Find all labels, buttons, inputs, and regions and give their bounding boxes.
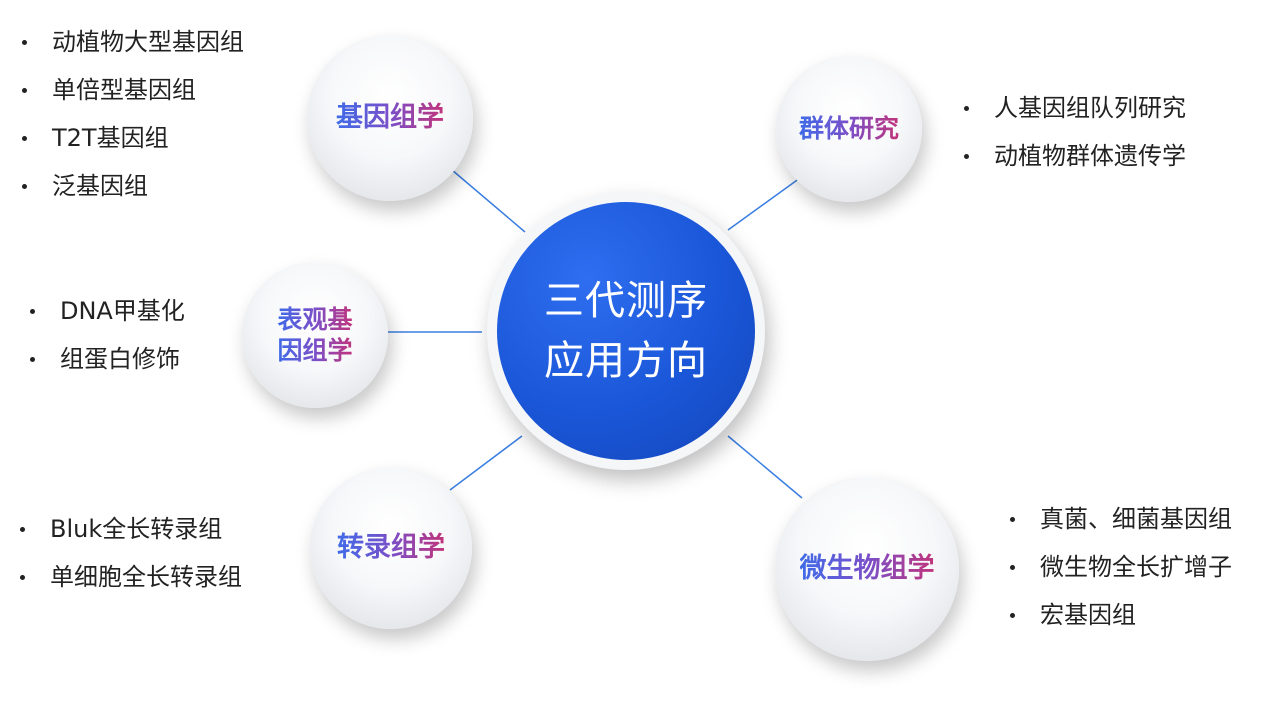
list-genomics: 动植物大型基因组 单倍型基因组 T2T基因组 泛基因组 (18, 18, 244, 210)
hub-genomics: 基因组学 (307, 35, 473, 201)
list-transcriptomics: Bluk全长转录组 单细胞全长转录组 (16, 505, 242, 601)
hub-epigenomics-label: 表观基 因组学 (277, 304, 353, 365)
list-item: 真菌、细菌基因组 (1006, 495, 1232, 543)
list-item: 单细胞全长转录组 (16, 553, 242, 601)
list-item: 泛基因组 (18, 162, 244, 210)
connector-genomics (451, 169, 526, 233)
center-title-line1: 三代测序 (544, 278, 708, 324)
list-population: 人基因组队列研究 动植物群体遗传学 (960, 84, 1186, 180)
list-item: 动植物群体遗传学 (960, 132, 1186, 180)
list-epigenomics: DNA甲基化 组蛋白修饰 (26, 287, 185, 383)
list-item: 组蛋白修饰 (26, 335, 185, 383)
list-item: Bluk全长转录组 (16, 505, 242, 553)
hub-genomics-label: 基因组学 (336, 102, 444, 134)
hub-population-label: 群体研究 (798, 114, 899, 144)
hub-epigenomics: 表观基 因组学 (242, 262, 388, 408)
connector-microbiomics (727, 435, 803, 499)
list-item: 人基因组队列研究 (960, 84, 1186, 132)
list-microbiomics: 真菌、细菌基因组 微生物全长扩增子 宏基因组 (1006, 495, 1232, 639)
hub-population: 群体研究 (776, 56, 922, 202)
hub-microbiomics: 微生物组学 (775, 477, 959, 661)
list-item: DNA甲基化 (26, 287, 185, 335)
list-item: T2T基因组 (18, 114, 244, 162)
list-item: 宏基因组 (1006, 591, 1232, 639)
hub-transcriptomics: 转录组学 (310, 467, 472, 629)
connector-population (727, 177, 801, 231)
hub-transcriptomics-label: 转录组学 (337, 532, 445, 564)
list-item: 动植物大型基因组 (18, 18, 244, 66)
list-item: 微生物全长扩增子 (1006, 543, 1232, 591)
hub-microbiomics-label: 微生物组学 (799, 553, 935, 585)
center-node: 三代测序 应用方向 (487, 192, 765, 470)
list-item: 单倍型基因组 (18, 66, 244, 114)
connector-transcriptomics (449, 435, 523, 491)
center-title-line2: 应用方向 (544, 338, 708, 384)
center-node-inner: 三代测序 应用方向 (497, 202, 755, 460)
